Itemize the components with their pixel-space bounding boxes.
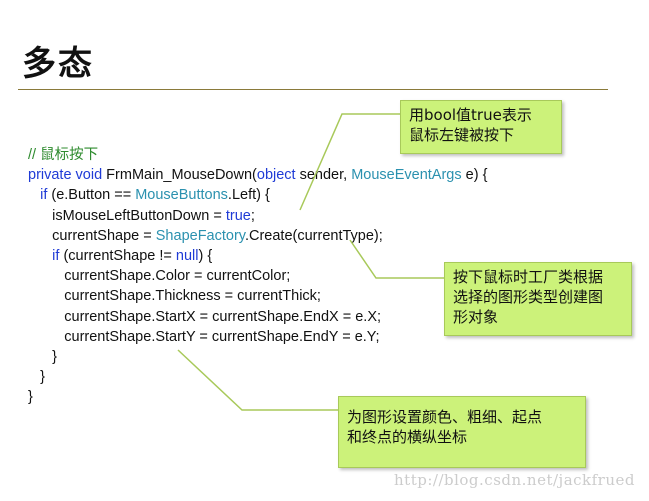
code-token: .Create(currentType); [244,227,383,244]
code-line: currentShape.StartX = currentShape.EndX … [28,307,487,327]
callout-props-line-1: 为图形设置颜色、粗细、起点 [347,408,543,426]
code-token: currentShape.StartX = currentShape.EndX … [28,308,382,325]
code-line: isMouseLeftButtonDown = true; [28,206,487,226]
code-line: if (e.Button == MouseButtons.Left) { [28,185,487,205]
code-token: currentShape.Color = currentColor; [28,268,291,285]
code-token: (currentShape != [59,247,176,264]
title-divider [18,89,608,90]
code-line: currentShape.Color = currentColor; [28,266,487,286]
code-token: currentShape = [28,227,156,244]
code-block: // 鼠标按下 private void FrmMain_MouseDown(ob… [28,145,487,407]
code-token: currentShape.StartY = currentShape.EndY … [28,328,380,345]
callout-props-line-2: 和终点的横纵坐标 [347,428,468,446]
code-token-kw: if [40,187,48,204]
code-token-comment: // 鼠标按下 [28,147,99,163]
code-token: currentShape.Thickness = currentThick; [28,288,321,305]
code-line: } [28,387,487,407]
watermark-text: http://blog.csdn.net/jackfrued [394,471,635,489]
code-token-kw: true [225,207,251,224]
code-line: if (currentShape != null) { [28,246,487,266]
connector-bool [299,113,400,211]
code-token: .Left) { [227,187,270,204]
code-token: sender, [295,167,352,184]
code-token: } [28,369,45,386]
code-token-kw: null [175,247,199,264]
code-line: currentShape = ShapeFactory.Create(curre… [28,226,487,246]
code-token: } [28,389,33,406]
callout-factory-line-2: 选择的图形类型创建图 [453,288,604,306]
code-token: isMouseLeftButtonDown = [28,207,226,224]
callout-bool-note: 用bool值true表示 鼠标左键被按下 [400,100,562,154]
code-line: } [28,347,487,367]
code-token: FrmMain_MouseDown( [102,167,257,184]
callout-factory-note: 按下鼠标时工厂类根据 选择的图形类型创建图 形对象 [444,262,632,336]
code-token: ; [250,207,255,224]
code-token: e) { [461,167,488,184]
code-line: // 鼠标按下 [28,145,487,165]
callout-factory-line-3: 形对象 [453,308,499,326]
callout-bool-line-1: 用bool值true表示 [409,106,532,124]
code-token: } [28,348,58,365]
callout-props-note: 为图形设置颜色、粗细、起点 和终点的横纵坐标 [338,396,586,468]
code-token-kw: if [52,247,60,264]
code-token-type: MouseButtons [135,187,228,204]
connector-props [177,349,338,411]
code-token-type: ShapeFactory [155,227,245,244]
connector-factory [349,239,444,279]
code-line: currentShape.StartY = currentShape.EndY … [28,327,487,347]
callout-bool-line-2: 鼠标左键被按下 [409,126,515,144]
code-token: ) { [198,247,213,264]
code-line: private void FrmMain_MouseDown(object se… [28,165,487,185]
code-token: (e.Button == [47,187,136,204]
callout-factory-line-1: 按下鼠标时工厂类根据 [453,268,604,286]
code-line: currentShape.Thickness = currentThick; [28,286,487,306]
code-token-kw: private void [28,167,103,184]
code-line: } [28,367,487,387]
slide-title: 多态 [22,44,94,84]
code-token-kw: object [256,167,296,184]
code-token-type: MouseEventArgs [351,167,462,184]
